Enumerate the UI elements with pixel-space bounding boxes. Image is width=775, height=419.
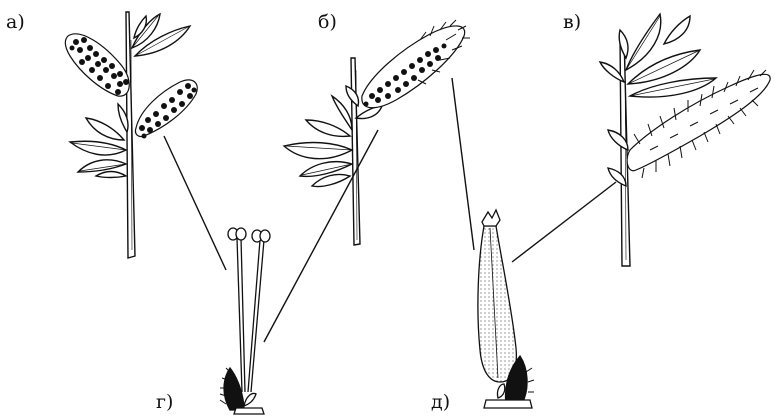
- label-panel-b: б): [318, 13, 337, 32]
- label-panel-a: а): [6, 13, 25, 32]
- label-panel-d: д): [431, 393, 450, 412]
- label-panel-v: в): [563, 13, 581, 32]
- connector-lines: [164, 78, 616, 342]
- female-flower-pistil: [478, 210, 534, 408]
- label-panel-g: г): [156, 393, 173, 412]
- male-catkin-lower: [135, 80, 197, 139]
- male-flower-stamens: [220, 228, 270, 414]
- male-catkin-upper: [65, 34, 129, 96]
